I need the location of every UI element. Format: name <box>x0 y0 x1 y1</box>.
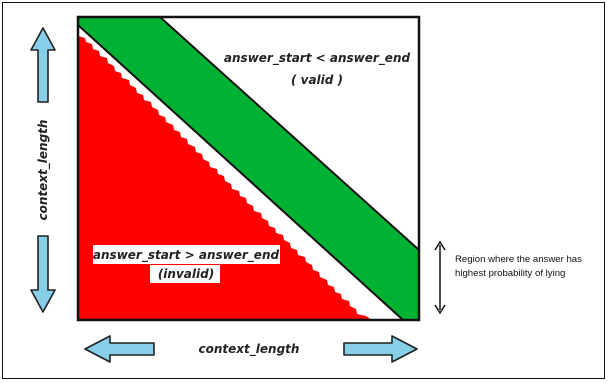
invalid-region-label: answer_start > answer_end <box>93 248 280 263</box>
invalid-region-sublabel: (invalid) <box>158 267 214 281</box>
x-axis-left-arrow-icon <box>84 335 155 363</box>
band-annotation: Region where the answer has highest prob… <box>455 254 582 279</box>
valid-region-label: answer_start < answer_end <box>224 51 411 66</box>
valid-region-sublabel: ( valid ) <box>291 73 343 87</box>
x-axis-label: context_length <box>199 342 300 357</box>
matrix-square-border <box>76 15 421 322</box>
answer-probability-band <box>78 17 419 320</box>
band-width-double-arrow-icon <box>434 240 446 315</box>
x-axis-right-arrow-icon <box>343 335 418 363</box>
y-axis-down-arrow-icon <box>30 235 56 313</box>
band-lower-edge <box>78 24 404 320</box>
band-upper-edge <box>159 17 419 251</box>
invalid-label-highlight <box>93 245 280 264</box>
invalid-sublabel-highlight <box>150 265 220 283</box>
y-axis-up-arrow-icon <box>30 27 56 103</box>
y-axis-label: context_length <box>36 120 51 221</box>
